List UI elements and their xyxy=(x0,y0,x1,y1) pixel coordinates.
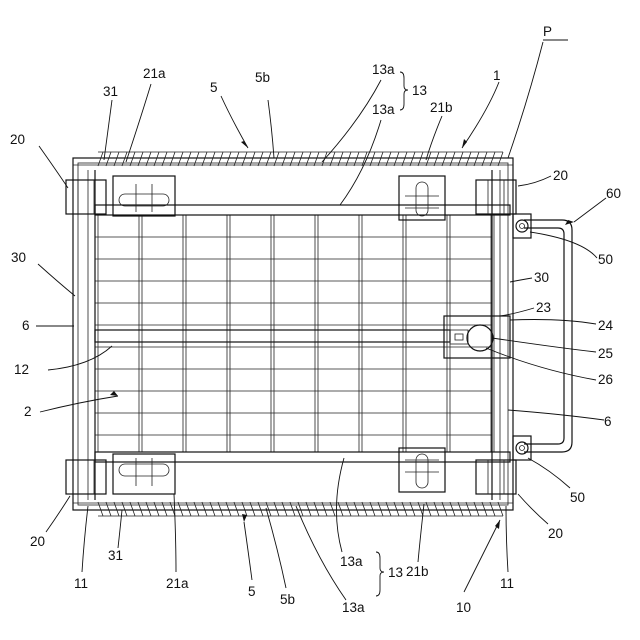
label-21b-bottom: 21b xyxy=(406,564,429,579)
label-60: 60 xyxy=(606,186,621,201)
label-31-bottom: 31 xyxy=(108,548,123,563)
label-5-top: 5 xyxy=(210,80,218,95)
caster-top-left xyxy=(66,180,106,214)
hinge-50-bottom xyxy=(513,436,531,460)
caster-bottom-right xyxy=(476,460,516,494)
label-30-right: 30 xyxy=(534,270,549,285)
label-10: 10 xyxy=(456,600,471,615)
label-30-left: 30 xyxy=(11,250,26,265)
latch-21b-top xyxy=(399,176,445,220)
deck-grid xyxy=(95,215,494,452)
label-31-top: 31 xyxy=(103,84,118,99)
label-5b-bottom: 5b xyxy=(280,592,295,607)
label-13a-bottom-2: 13a xyxy=(342,600,365,615)
label-13a-top-2: 13a xyxy=(372,102,395,117)
label-20-top-left: 20 xyxy=(10,132,25,147)
handle-60 xyxy=(524,220,572,452)
label-21a-bottom: 21a xyxy=(166,576,189,591)
label-6-left: 6 xyxy=(22,318,30,333)
label-20-bottom-right: 20 xyxy=(548,526,563,541)
latch-21b-bottom xyxy=(399,448,445,492)
label-11-left: 11 xyxy=(74,576,88,591)
label-26: 26 xyxy=(598,372,613,387)
label-13a-top-1: 13a xyxy=(372,62,395,77)
label-50-top: 50 xyxy=(598,252,613,267)
caster-bottom-left xyxy=(66,460,106,494)
latch-21a-bottom xyxy=(113,454,175,494)
label-6-right: 6 xyxy=(604,414,612,429)
label-25: 25 xyxy=(598,346,613,361)
label-24: 24 xyxy=(598,318,614,333)
label-11-right: 11 xyxy=(500,576,514,591)
label-50-bottom: 50 xyxy=(570,490,585,505)
label-20-top-right: 20 xyxy=(553,168,568,183)
label-21b-top: 21b xyxy=(430,100,453,115)
label-13-bottom: 13 xyxy=(388,565,403,580)
label-13-top: 13 xyxy=(412,83,427,98)
label-1: 1 xyxy=(493,68,501,83)
latch-21a-top xyxy=(113,176,175,216)
label-13a-bottom-1: 13a xyxy=(340,554,363,569)
bottom-comb-teeth xyxy=(98,502,503,516)
label-P: P xyxy=(543,24,552,39)
label-20-bottom-left: 20 xyxy=(30,534,45,549)
label-21a-top: 21a xyxy=(143,66,166,81)
label-5-bottom: 5 xyxy=(248,584,256,599)
label-2: 2 xyxy=(24,404,32,419)
label-12: 12 xyxy=(14,362,29,377)
hinge-50-top xyxy=(513,214,531,238)
label-5b-top: 5b xyxy=(255,70,270,85)
top-comb-teeth xyxy=(98,152,503,166)
label-23: 23 xyxy=(536,300,551,315)
